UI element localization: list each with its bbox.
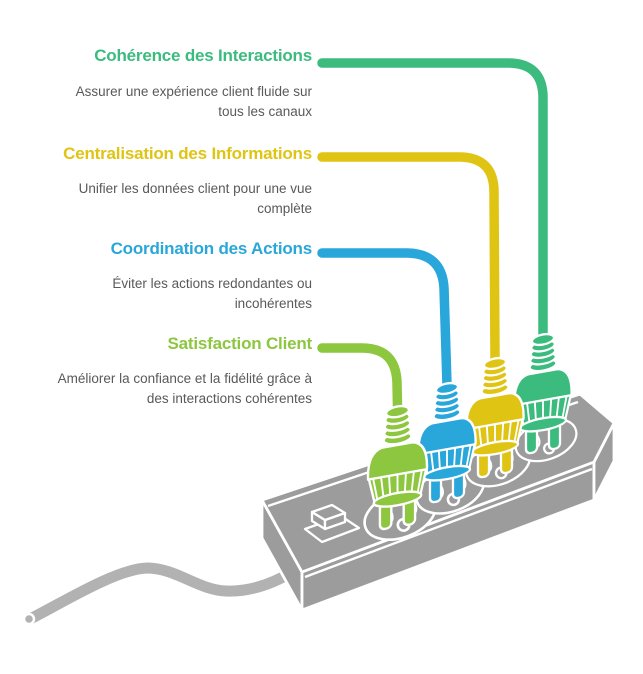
item-title-satisfaction: Satisfaction Client <box>167 334 312 353</box>
desc-line: des interactions cohérentes <box>146 391 312 406</box>
strip-bevel-line <box>304 467 593 579</box>
item-title-coherence: Cohérence des Interactions <box>94 46 312 65</box>
cable-coherence <box>314 55 551 344</box>
desc-line: Assurer une expérience client fluide sur <box>75 84 312 99</box>
power-cord <box>22 558 304 627</box>
cable-centralisation <box>314 149 503 368</box>
desc-line: Éviter les actions redondantes ou <box>112 276 312 291</box>
item-title-coordination: Coordination des Actions <box>110 239 313 258</box>
cable-coordination <box>314 245 455 393</box>
desc-line: tous les canaux <box>218 104 312 119</box>
item-desc-satisfaction: Améliorer la confiance et la fidélité gr… <box>0 369 312 409</box>
item-title-centralisation: Centralisation des Informations <box>63 144 312 163</box>
desc-line: Unifier les données client pour une vue <box>78 181 312 196</box>
cable-satisfaction <box>314 340 406 415</box>
desc-line: incohérentes <box>234 296 312 311</box>
item-desc-coordination: Éviter les actions redondantes ou incohé… <box>0 274 312 314</box>
desc-line: Améliorer la confiance et la fidélité gr… <box>57 371 312 386</box>
power-switch <box>303 503 361 544</box>
item-desc-coherence: Assurer une expérience client fluide sur… <box>0 82 312 122</box>
item-desc-centralisation: Unifier les données client pour une vue … <box>0 179 312 219</box>
desc-line: complète <box>257 201 312 216</box>
cord-end-cap <box>22 612 36 626</box>
